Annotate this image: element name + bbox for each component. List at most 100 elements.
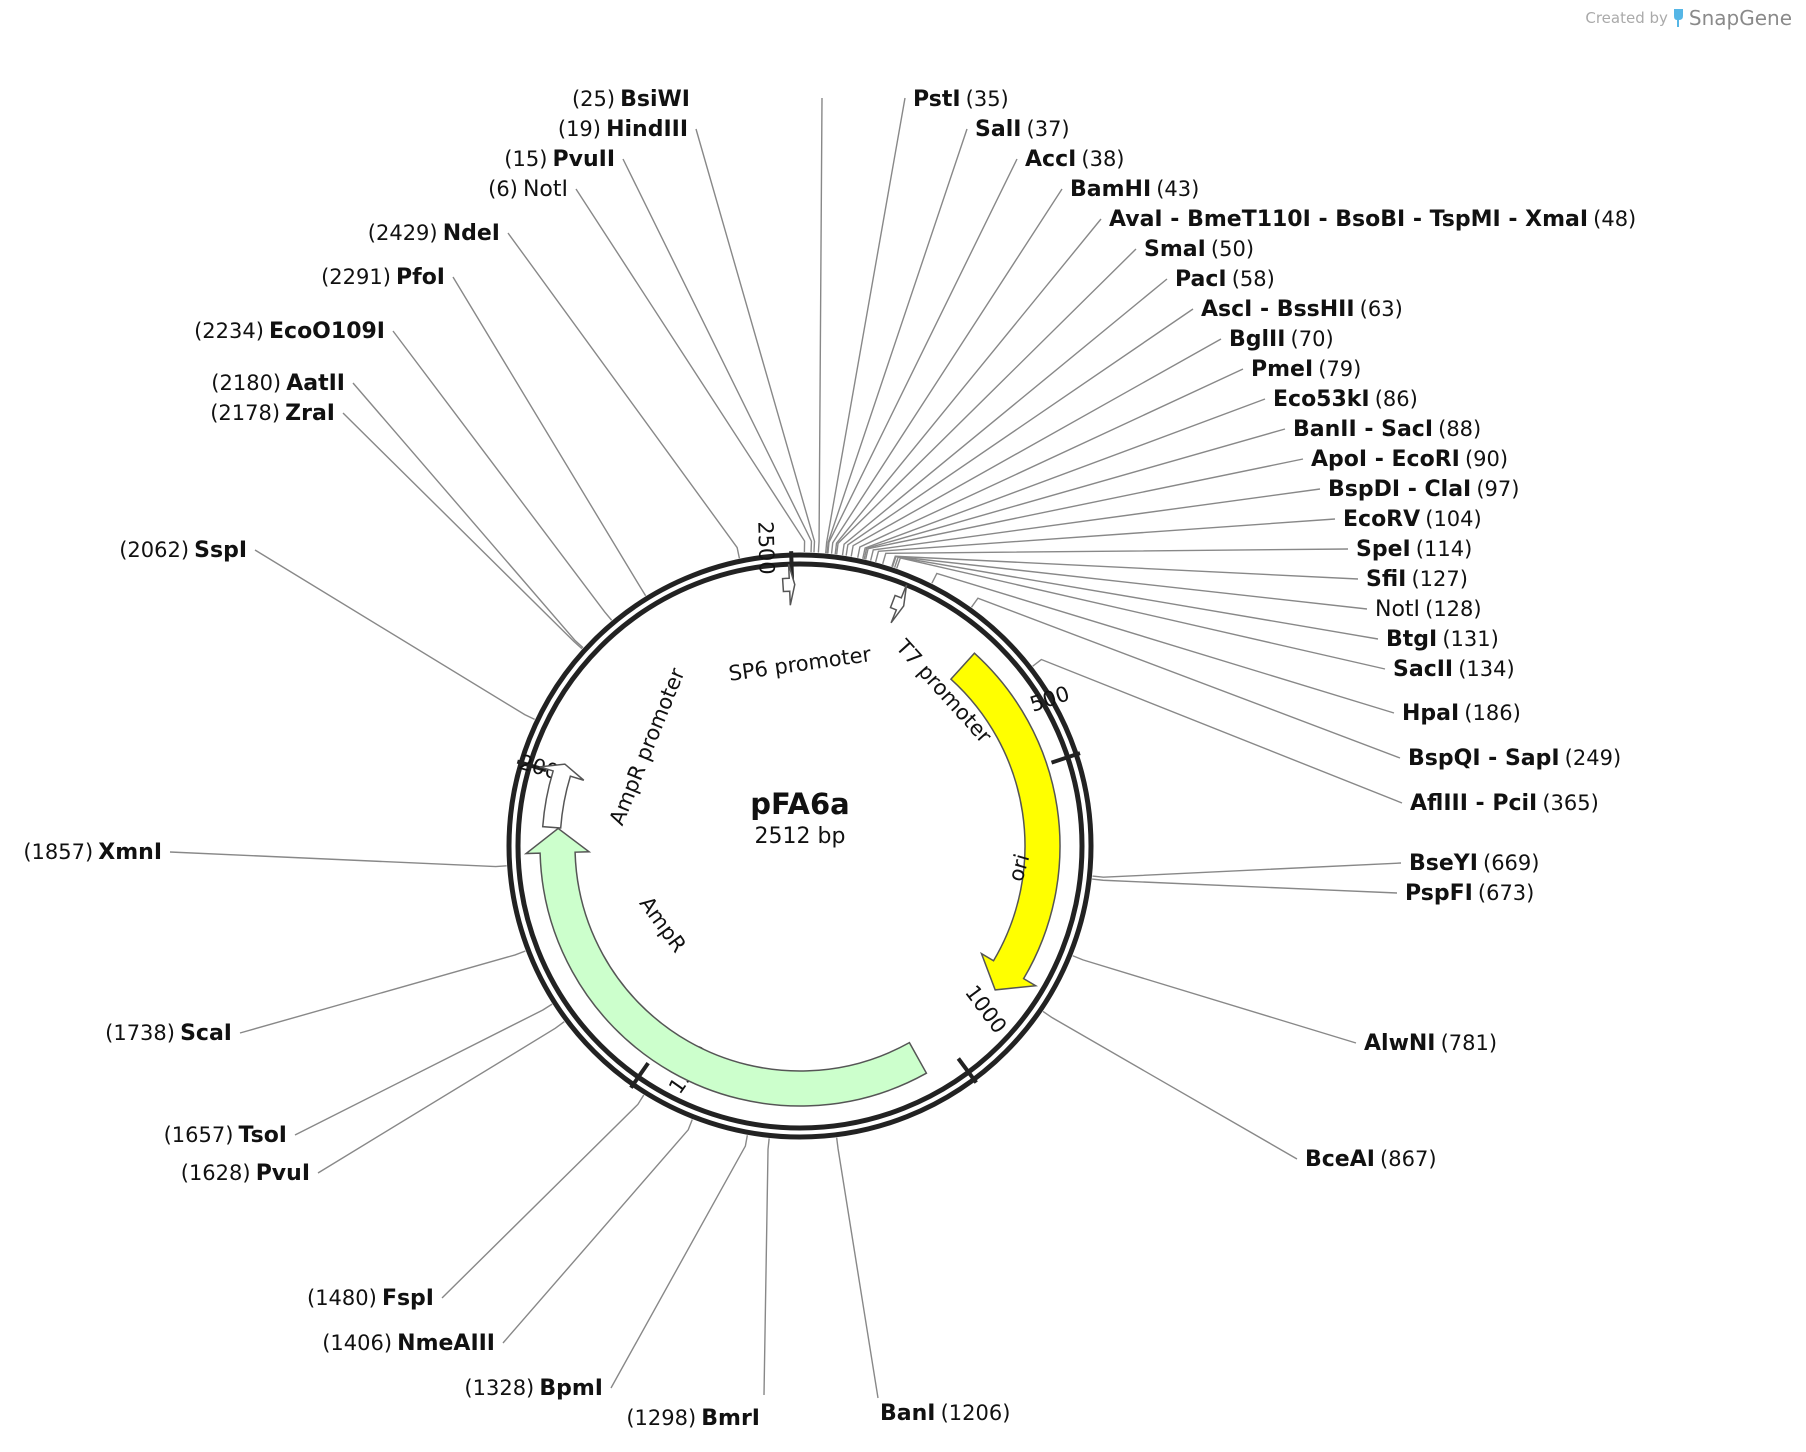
leader-line-scai bbox=[239, 950, 526, 1034]
site-enzyme: - ClaI bbox=[1400, 477, 1471, 502]
site-position: (127) bbox=[1411, 567, 1467, 591]
leader-line-noti-6 bbox=[575, 188, 806, 553]
site-label-pfoi: (2291) PfoI bbox=[321, 265, 445, 290]
leader-line-bamhi bbox=[830, 188, 1063, 554]
site-enzyme: - XmaI bbox=[1501, 207, 1588, 232]
site-position: (114) bbox=[1416, 537, 1472, 561]
site-position: (2429) bbox=[368, 221, 438, 245]
site-enzyme: BsiWI bbox=[620, 87, 690, 112]
site-label-sacii: SacII (134) bbox=[1393, 657, 1515, 682]
site-enzyme: AccI bbox=[1025, 147, 1076, 172]
site-enzyme: SalI bbox=[975, 117, 1021, 142]
site-label-pspfi: PspFI (673) bbox=[1405, 881, 1534, 906]
leader-line-afliii bbox=[1032, 658, 1403, 804]
site-position: (1628) bbox=[181, 1161, 251, 1185]
site-enzyme: - SacI bbox=[1357, 417, 1433, 442]
site-position: (104) bbox=[1425, 507, 1481, 531]
site-position: (35) bbox=[966, 87, 1009, 111]
site-enzyme: SacII bbox=[1393, 657, 1453, 682]
leader-line-pspfi bbox=[1092, 878, 1398, 894]
site-enzyme: AatII bbox=[286, 371, 345, 396]
watermark-brand: SnapGene bbox=[1688, 6, 1792, 30]
site-label-sfii: SfiI (127) bbox=[1366, 567, 1468, 592]
snapgene-logo-icon bbox=[1673, 9, 1683, 27]
site-position: (365) bbox=[1542, 791, 1598, 815]
site-label-pvuii: (15) PvuII bbox=[504, 147, 615, 172]
site-position: (86) bbox=[1375, 387, 1418, 411]
site-position: (1657) bbox=[164, 1123, 234, 1147]
plasmid-name: pFA6a bbox=[750, 787, 849, 821]
site-enzyme: ScaI bbox=[180, 1021, 232, 1046]
leader-line-eco0109i bbox=[392, 330, 613, 621]
site-labels: (25) BsiWI(19) HindIII(15) PvuII(6) NotI… bbox=[23, 87, 1636, 1431]
site-enzyme: - SapI bbox=[1481, 746, 1560, 771]
site-enzyme: AscI bbox=[1201, 297, 1252, 322]
site-enzyme: BanI bbox=[880, 1401, 935, 1426]
tick-2000 bbox=[516, 759, 547, 773]
site-position: (673) bbox=[1478, 881, 1534, 905]
leader-line-bseyi bbox=[1092, 862, 1402, 878]
site-label-eco53ki: Eco53kI (86) bbox=[1273, 387, 1418, 412]
leader-line-bspqi bbox=[970, 597, 1401, 759]
site-label-alwni: AlwNI (781) bbox=[1364, 1031, 1497, 1056]
site-label-asci: AscI - BssHII (63) bbox=[1201, 297, 1403, 322]
site-enzyme: PvuI bbox=[256, 1161, 310, 1186]
site-label-btgi: BtgI (131) bbox=[1386, 627, 1499, 652]
site-enzyme: BceAI bbox=[1305, 1147, 1375, 1172]
feature-label-ampr-promoter: AmpR promoter bbox=[605, 664, 690, 828]
site-position: (63) bbox=[1360, 297, 1403, 321]
site-position: (186) bbox=[1464, 701, 1520, 725]
leader-line-asci bbox=[845, 308, 1194, 556]
site-enzyme: BglII bbox=[1229, 327, 1285, 352]
feature-label-sp6-promoter: SP6 promoter bbox=[727, 642, 873, 686]
leader-line-eco53ki bbox=[862, 398, 1266, 559]
leader-line-sacii bbox=[896, 557, 1386, 670]
site-position: (15) bbox=[504, 147, 547, 171]
backbone-inner-ring bbox=[515, 561, 1085, 1131]
site-enzyme: FspI bbox=[382, 1286, 434, 1311]
site-position: (2062) bbox=[119, 538, 189, 562]
site-position: (90) bbox=[1465, 447, 1508, 471]
site-enzyme: PvuII bbox=[553, 147, 616, 172]
leader-line-alwni bbox=[1072, 955, 1357, 1044]
leader-line-bani bbox=[835, 1137, 879, 1399]
site-label-pstI: PstI (35) bbox=[913, 87, 1009, 112]
leader-line-paci bbox=[841, 278, 1168, 556]
leader-line-ndei bbox=[507, 232, 741, 559]
site-position: (781) bbox=[1441, 1031, 1497, 1055]
site-position: (58) bbox=[1232, 267, 1275, 291]
leader-line-spei bbox=[882, 548, 1349, 565]
site-enzyme: BspDI bbox=[1328, 477, 1400, 502]
site-position: (1857) bbox=[23, 840, 93, 864]
site-label-bamhi: BamHI (43) bbox=[1070, 177, 1199, 202]
site-enzyme: PspFI bbox=[1405, 881, 1473, 906]
leader-line-bspdi bbox=[869, 488, 1321, 561]
site-position: (19) bbox=[558, 117, 601, 141]
site-enzyme: SmaI bbox=[1144, 237, 1206, 262]
site-position: (88) bbox=[1438, 417, 1481, 441]
site-enzyme: NmeAIII bbox=[397, 1331, 495, 1356]
site-enzyme: PmeI bbox=[1251, 357, 1313, 382]
backbone-outer-ring bbox=[506, 552, 1094, 1140]
site-enzyme: SspI bbox=[194, 538, 247, 563]
leader-line-pfoi bbox=[452, 276, 647, 597]
site-position: (79) bbox=[1318, 357, 1361, 381]
site-label-fspi: (1480) FspI bbox=[307, 1286, 434, 1311]
feature-ori bbox=[949, 652, 1061, 991]
site-enzyme: HindIII bbox=[606, 117, 688, 142]
site-label-avai: AvaI - BmeT110I - BsoBI - TspMI - XmaI (… bbox=[1109, 207, 1636, 232]
tick-1500 bbox=[629, 1062, 650, 1089]
leader-line-acci bbox=[827, 158, 1018, 554]
site-label-nmeaiii: (1406) NmeAIII bbox=[322, 1331, 495, 1356]
leader-line-pvuii bbox=[622, 158, 813, 553]
tick-500 bbox=[1050, 751, 1081, 765]
feature-t7-promoter bbox=[889, 584, 908, 624]
site-label-smai: SmaI (50) bbox=[1144, 237, 1254, 262]
site-position: (70) bbox=[1291, 327, 1334, 351]
site-position: (38) bbox=[1081, 147, 1124, 171]
site-enzyme: PstI bbox=[913, 87, 961, 112]
site-label-hpai: HpaI (186) bbox=[1402, 701, 1521, 726]
site-label-bmri: (1298) BmrI bbox=[626, 1406, 760, 1431]
site-enzyme: - TspMI bbox=[1405, 207, 1500, 232]
feature-label-ampr: AmpR bbox=[635, 892, 691, 957]
